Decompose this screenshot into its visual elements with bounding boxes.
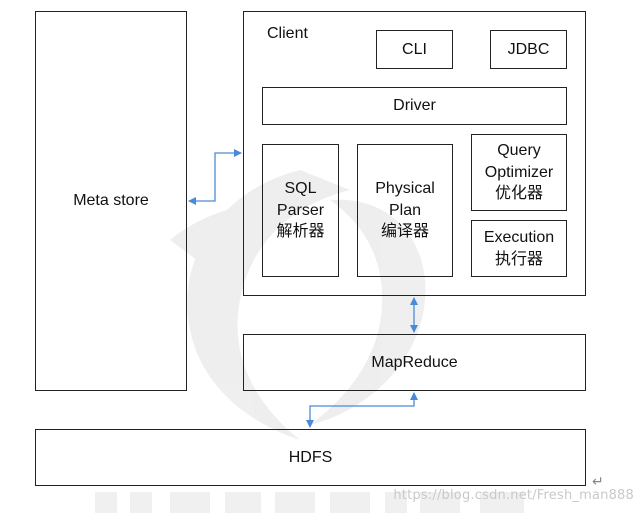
query-optimizer-line-2: Optimizer [484, 163, 554, 181]
physical-plan-line-2: Plan [388, 201, 421, 219]
query-optimizer-box: Query Optimizer 优化器 [471, 134, 567, 211]
execution-line-2: 执行器 [494, 250, 543, 268]
watermark-url: https://blog.csdn.net/Fresh_man888 [393, 488, 634, 503]
query-optimizer-line-1: Query [497, 142, 541, 160]
mapreduce-hdfs-connector [306, 392, 418, 428]
mapreduce-label: MapReduce [371, 353, 458, 371]
client-label: Client [267, 25, 308, 42]
hdfs-box: HDFS [35, 429, 586, 486]
execution-box: Execution 执行器 [471, 220, 567, 277]
sql-parser-line-3: 解析器 [276, 223, 325, 241]
driver-label: Driver [393, 97, 436, 115]
execution-line-1: Execution [483, 228, 555, 246]
sql-parser-line-1: SQL [284, 180, 317, 198]
paragraph-return-mark: ↵ [592, 474, 604, 490]
metastore-label: Meta store [73, 192, 149, 210]
query-optimizer-line-3: 优化器 [494, 185, 543, 203]
driver-box: Driver [262, 87, 567, 125]
jdbc-box: JDBC [490, 30, 567, 69]
sql-parser-box: SQL Parser 解析器 [262, 144, 339, 277]
hdfs-label: HDFS [288, 448, 333, 466]
physical-plan-line-1: Physical [375, 180, 435, 198]
physical-plan-line-3: 编译器 [380, 223, 429, 241]
metastore-box: Meta store [35, 11, 187, 391]
metastore-client-connector [188, 149, 242, 205]
cli-box: CLI [376, 30, 453, 69]
jdbc-label: JDBC [507, 40, 550, 58]
mapreduce-box: MapReduce [243, 334, 586, 391]
cli-label: CLI [402, 40, 427, 58]
sql-parser-line-2: Parser [276, 201, 325, 219]
client-box [243, 11, 586, 296]
physical-plan-box: Physical Plan 编译器 [357, 144, 453, 277]
